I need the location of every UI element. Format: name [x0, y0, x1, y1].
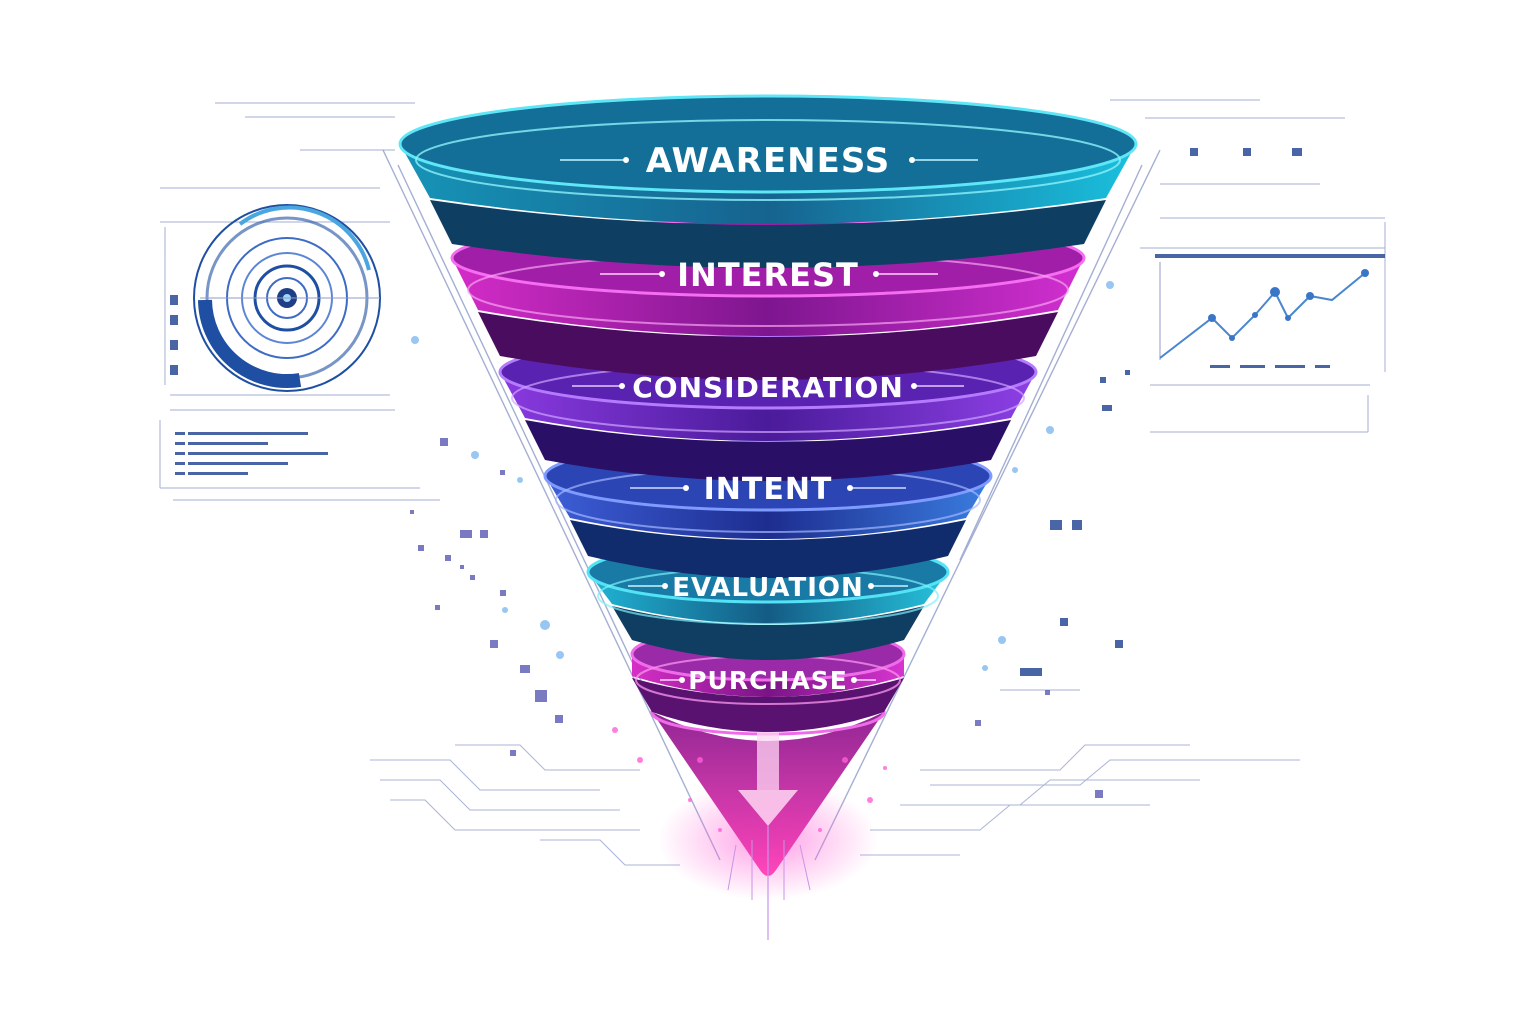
- stage-label-text: PURCHASE: [688, 666, 848, 695]
- stage-label-text: AWARENESS: [646, 141, 891, 181]
- stage-label-text: EVALUATION: [672, 573, 864, 603]
- left-dashboard-panel: [159, 102, 680, 866]
- stage-label-intent: INTENT: [630, 472, 906, 507]
- funnel-stage-awareness: [398, 94, 1138, 268]
- stage-label-interest: INTEREST: [600, 256, 938, 294]
- stage-label-text: INTENT: [704, 472, 833, 507]
- funnel-guide-lines: [382, 149, 1161, 861]
- stage-label-awareness: AWARENESS: [560, 141, 978, 181]
- right-dashboard-panel: [860, 99, 1386, 856]
- stage-label-consideration: CONSIDERATION: [572, 371, 964, 404]
- stage-label-text: INTEREST: [677, 256, 859, 294]
- stage-labels: AWARENESS INTEREST CONSIDERATION INTENT: [560, 141, 978, 695]
- stage-label-purchase: PURCHASE: [660, 666, 876, 695]
- down-arrow-icon: [727, 720, 811, 940]
- stage-label-text: CONSIDERATION: [632, 371, 904, 404]
- radial-target-icon: [193, 204, 381, 392]
- trend-line-chart-icon: [1159, 262, 1369, 360]
- stage-label-evaluation: EVALUATION: [628, 573, 908, 603]
